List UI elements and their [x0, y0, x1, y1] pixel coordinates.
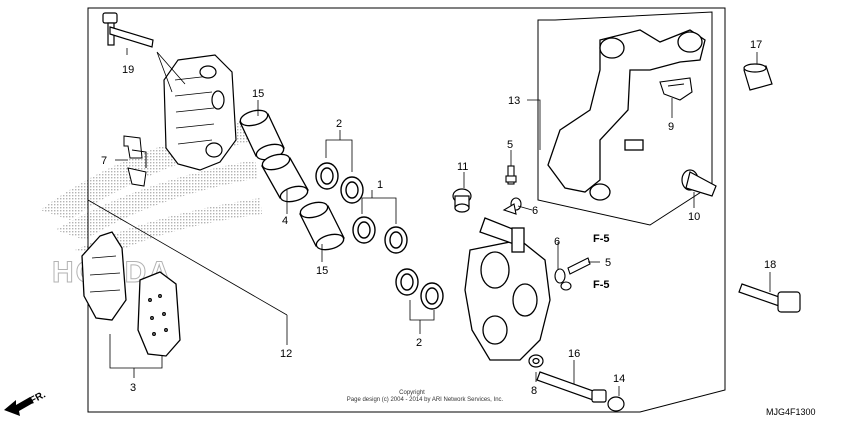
- retainer-part-9: [659, 77, 693, 101]
- washer-part-8: [528, 354, 544, 368]
- callout-2-lower: 2: [416, 337, 422, 349]
- callout-3: 3: [130, 382, 136, 394]
- callout-19: 19: [122, 64, 134, 76]
- copyright-line-1: Copyright: [399, 390, 425, 396]
- bolt-part-19: [102, 12, 154, 48]
- callout-15-upper: 15: [252, 88, 264, 100]
- copyright-line-2: Page design (c) 2004 - 2014 by ARI Netwo…: [347, 397, 504, 403]
- callout-8: 8: [531, 385, 537, 397]
- bleed-parts-lower: [554, 257, 591, 291]
- callout-7: 7: [101, 155, 107, 167]
- callout-2-upper: 2: [336, 118, 342, 130]
- caliper-cover: [163, 54, 237, 171]
- bracket-frame: [537, 11, 713, 226]
- callout-6-upper: 6: [532, 205, 538, 217]
- diagram-code: MJG4F1300: [766, 407, 816, 417]
- boot-part-17: [743, 63, 773, 91]
- cap-part-11: [452, 188, 472, 213]
- pin-part-16: [536, 371, 607, 403]
- callout-13: 13: [508, 95, 520, 107]
- callout-1: 1: [377, 179, 383, 191]
- pin-part-10: [681, 169, 717, 197]
- caliper-body: [464, 217, 551, 361]
- ref-f5-lower: F-5: [593, 279, 610, 291]
- callout-4: 4: [282, 215, 288, 227]
- fr-label: FR.: [28, 389, 48, 406]
- callout-10: 10: [688, 211, 700, 223]
- pad-spring-part-7: [123, 135, 147, 187]
- sleeve-part-15-lower: [299, 201, 345, 251]
- callout-18: 18: [764, 259, 776, 271]
- bleed-screw-part-5-upper: [505, 165, 517, 185]
- callout-5-upper: 5: [507, 139, 513, 151]
- callout-11: 11: [457, 161, 468, 173]
- cap-part-14: [607, 396, 625, 412]
- seals: [315, 162, 444, 310]
- callout-5-lower: 5: [605, 257, 611, 269]
- callout-14: 14: [613, 373, 625, 385]
- callout-17: 17: [750, 39, 762, 51]
- callout-15-lower: 15: [316, 265, 328, 277]
- callout-labels: 19 15 2 7 5 11 1 4 6 15 6 5 13 9 17 10 1…: [101, 39, 776, 397]
- sleeve-part-15-upper: [239, 109, 285, 161]
- caliper-bracket-part-13: [547, 29, 706, 201]
- brake-pads-part-3: [81, 231, 181, 357]
- callout-9: 9: [668, 121, 674, 133]
- piston-part-4: [261, 153, 309, 203]
- assembly-frame: [87, 7, 726, 413]
- bleed-cap-part-6-upper: [502, 197, 522, 215]
- ref-f5-upper: F-5: [593, 233, 610, 245]
- fr-direction-arrow: [4, 397, 33, 416]
- bolt-part-18: [738, 283, 801, 313]
- callout-6-lower: 6: [554, 236, 560, 248]
- leader-lines: [87, 48, 771, 396]
- callout-12: 12: [280, 348, 292, 360]
- callout-16: 16: [568, 348, 580, 360]
